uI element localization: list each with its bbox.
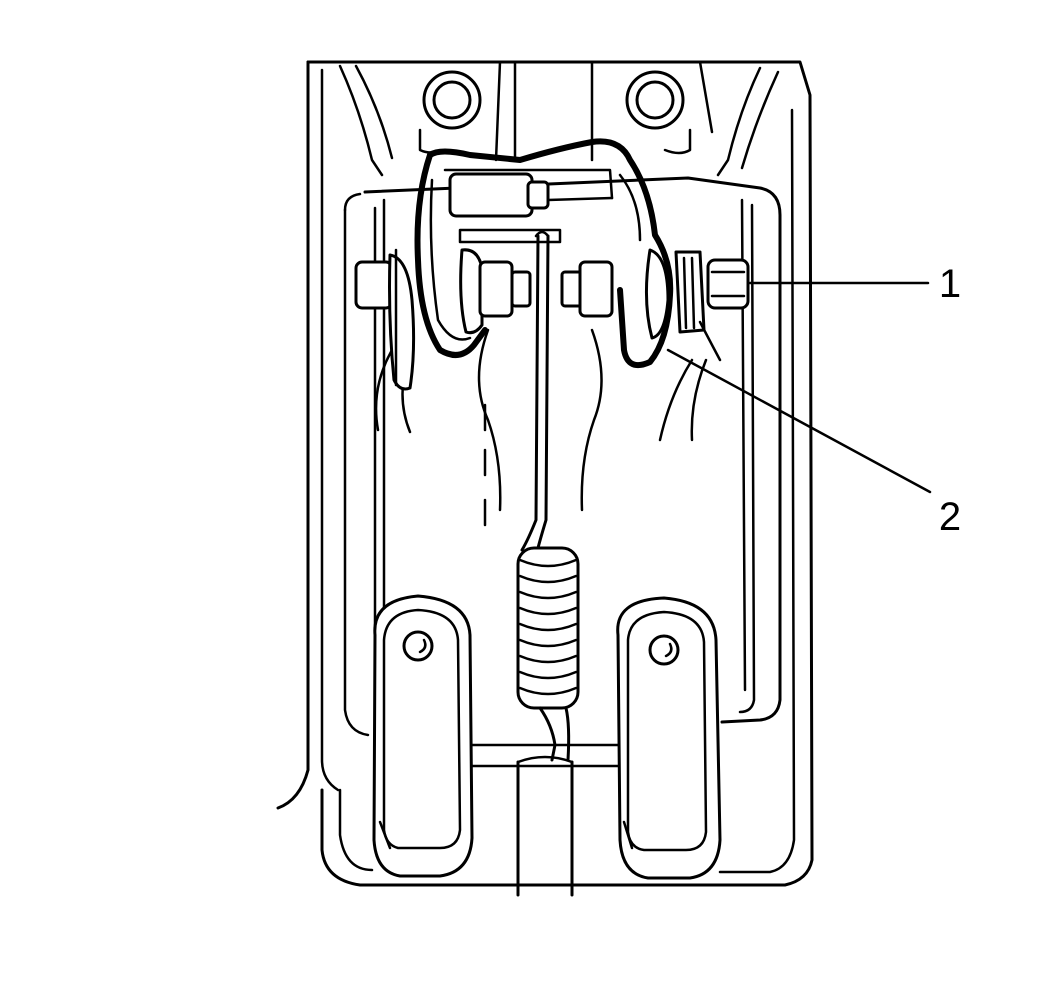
stoplamp-switch bbox=[448, 172, 562, 244]
pedal-lever-left bbox=[372, 594, 474, 878]
mounting-bracket bbox=[276, 60, 814, 887]
pivot-bolt-right bbox=[560, 248, 750, 362]
pedal-clevis-bracket bbox=[414, 138, 674, 368]
callout-2-label: 2 bbox=[939, 495, 961, 539]
pivot-bolt-left bbox=[354, 248, 532, 391]
callout-1-label: 1 bbox=[939, 262, 961, 306]
leader-line-2 bbox=[666, 348, 932, 494]
pedal-lever-right bbox=[616, 596, 722, 880]
mounting-hole-left bbox=[422, 70, 482, 130]
mounting-hole-right bbox=[625, 70, 685, 130]
push-rod bbox=[520, 230, 550, 552]
return-spring bbox=[516, 546, 580, 762]
